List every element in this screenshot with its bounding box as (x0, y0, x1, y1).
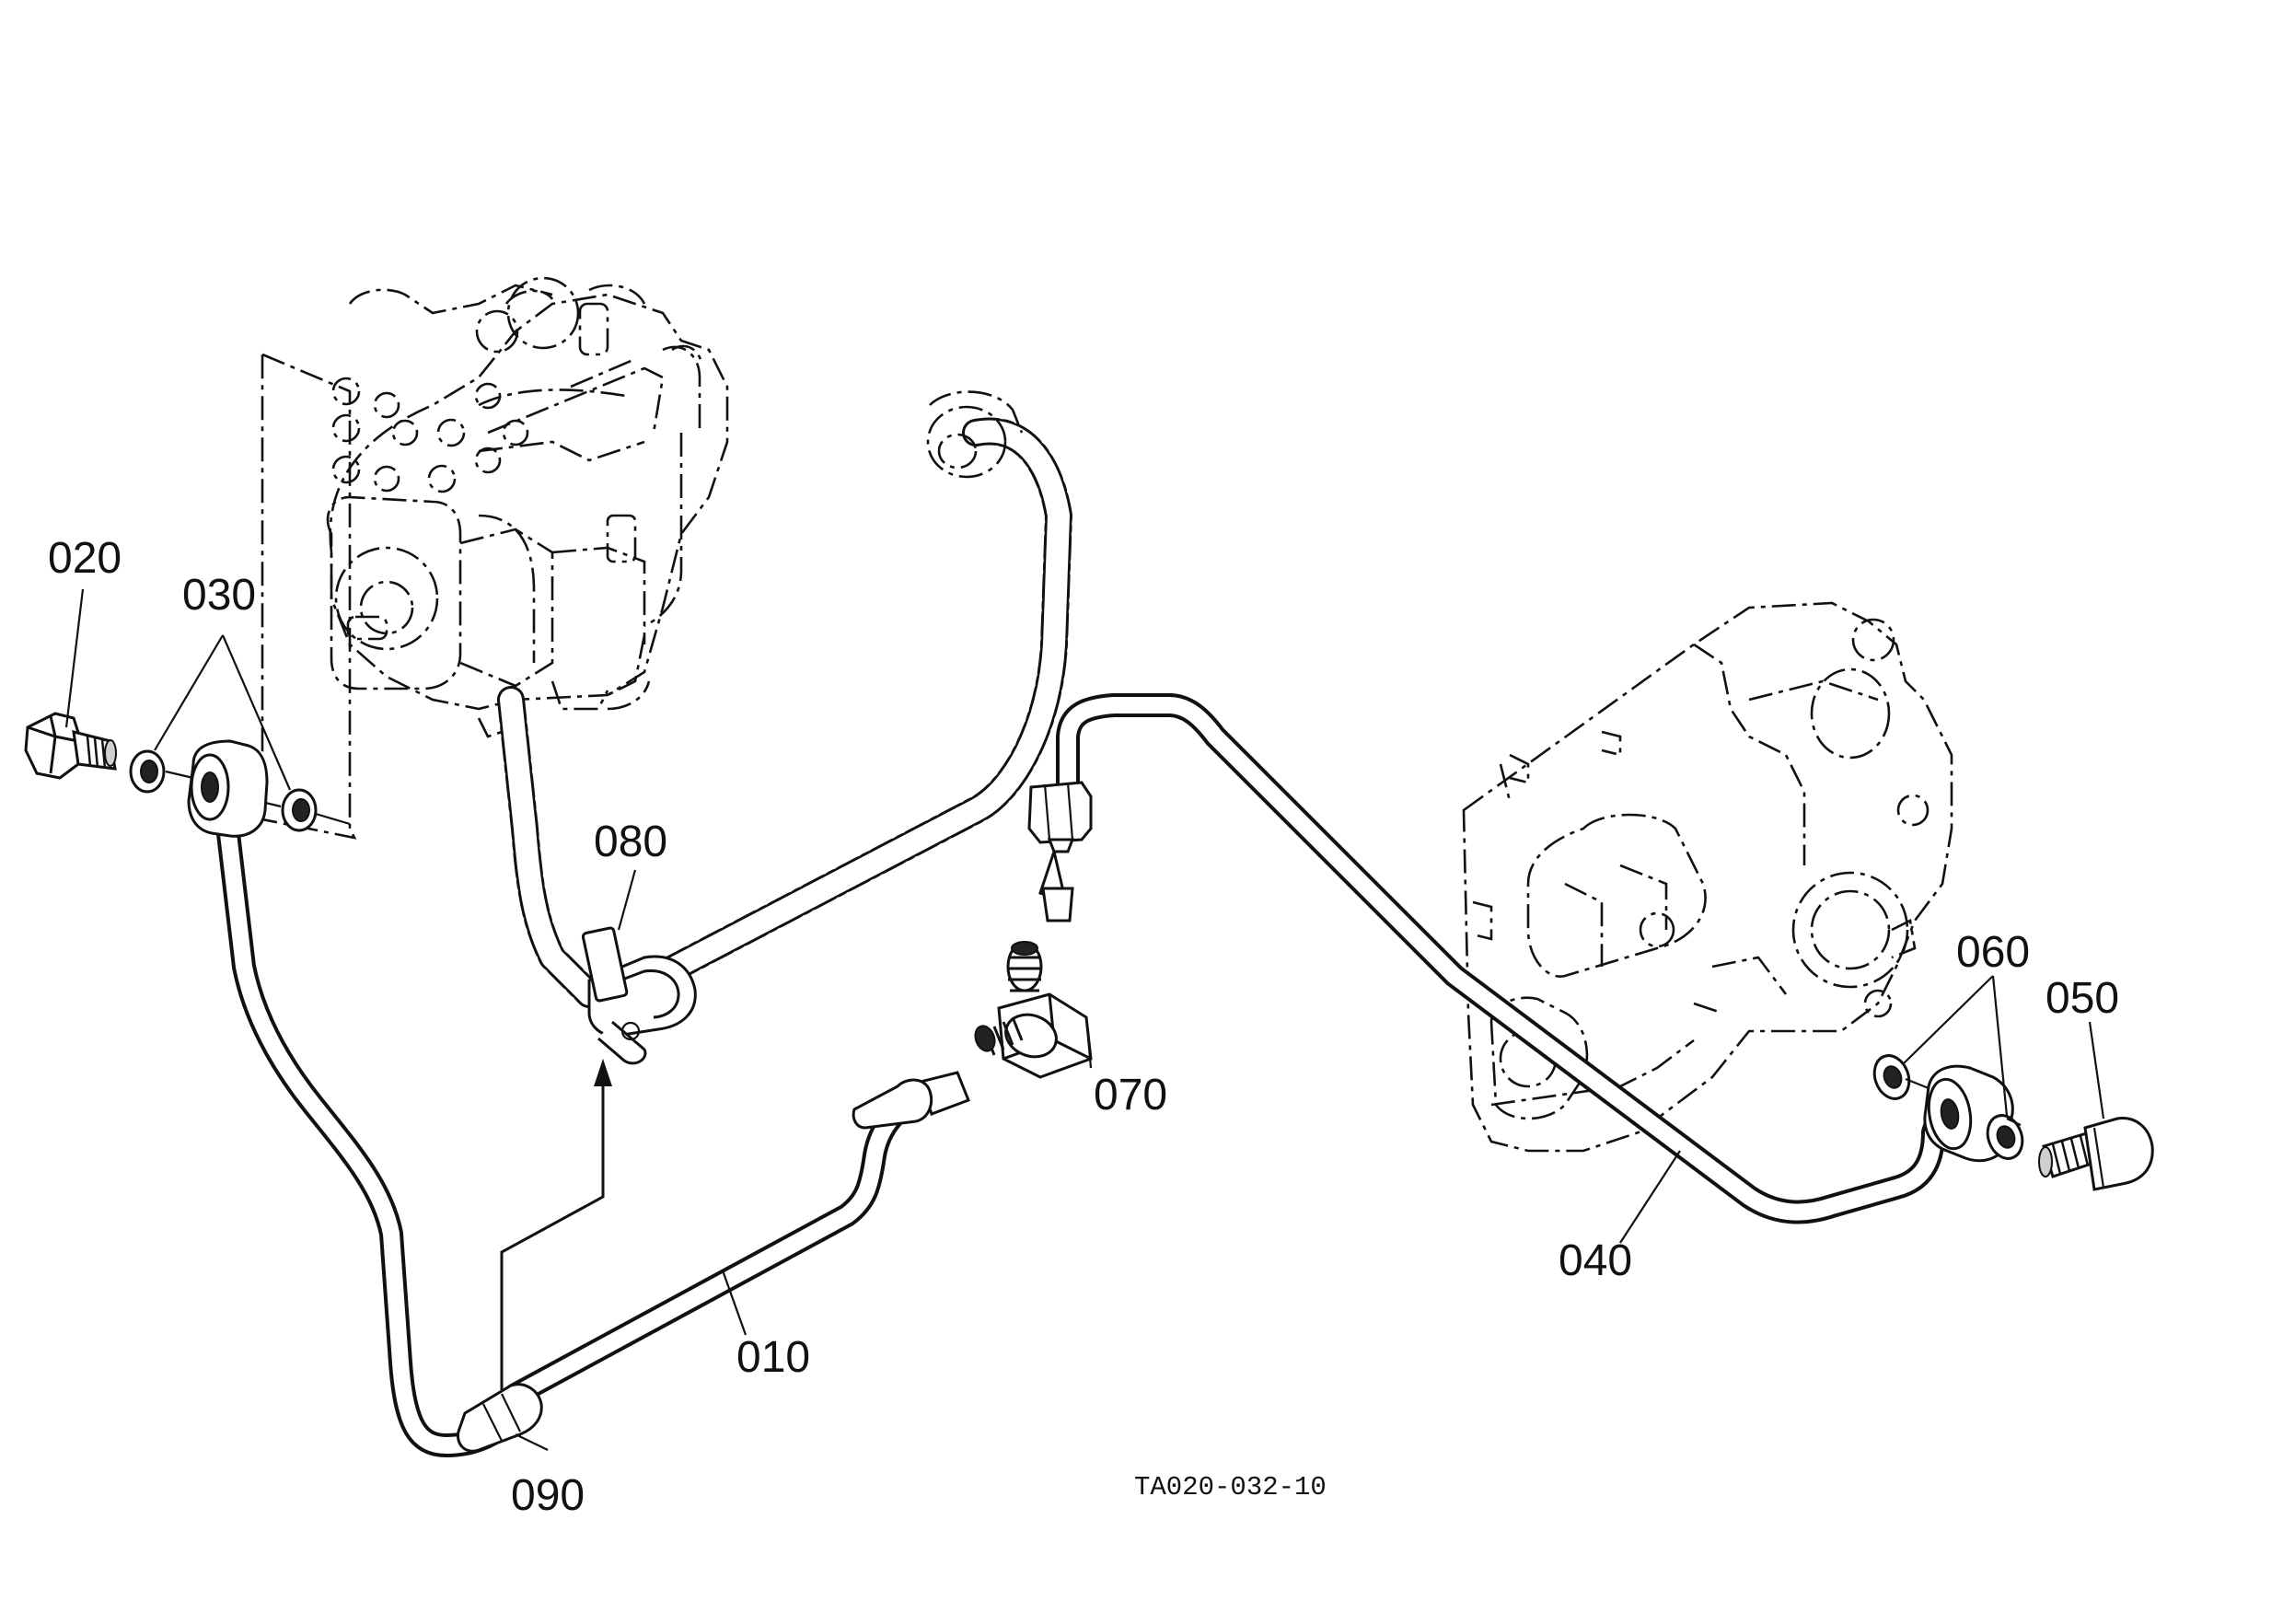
fuel-pump-housing-phantom (1462, 601, 1953, 1153)
leader-lines (64, 588, 2105, 1451)
banjo-bolt-020 (24, 712, 117, 780)
return-pipe-phantom (497, 390, 1072, 1008)
eye-fitting-left (187, 739, 269, 838)
injection-pump-phantom (261, 276, 729, 840)
callout-030: 030 (182, 571, 256, 620)
callout-060: 060 (1956, 928, 2030, 977)
pipe-010 (504, 1084, 937, 1407)
callout-070: 070 (1094, 1071, 1167, 1119)
pipe-040 (1056, 693, 1954, 1224)
joint-090 (456, 1383, 543, 1453)
washer-030-left (129, 749, 166, 794)
banjo-bolt-050 (2038, 1117, 2154, 1191)
callout-labels: 020 030 080 070 010 040 060 050 090 TA02… (48, 534, 2119, 1520)
callout-040: 040 (1559, 1236, 1632, 1285)
callout-010: 010 (736, 1333, 810, 1382)
washer-060-left (1872, 1054, 1911, 1100)
pipe-left (214, 798, 527, 1457)
elbow-fitting-070 (852, 781, 1093, 1130)
callout-090: 090 (511, 1471, 585, 1520)
callout-080: 080 (594, 818, 667, 866)
washer-030-right (281, 788, 318, 832)
clamp-080 (581, 926, 697, 1065)
callout-050: 050 (2045, 974, 2119, 1023)
callout-020: 020 (48, 534, 122, 583)
figure-code: TA020-032-10 (1134, 1472, 1327, 1502)
reference-arrow (500, 1059, 612, 1409)
washer-060-right (1986, 1114, 2024, 1160)
